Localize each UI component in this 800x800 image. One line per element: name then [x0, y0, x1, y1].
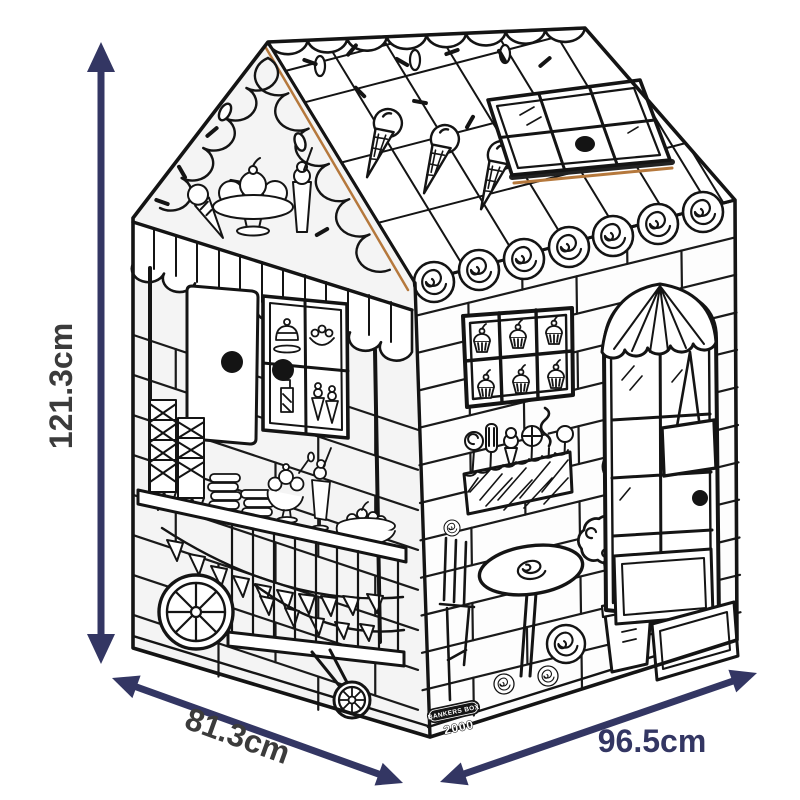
finger-hole	[221, 351, 243, 373]
candy-flower-box	[462, 406, 574, 516]
sundae-cup	[266, 451, 315, 524]
height-dimension-label: 121.3cm	[43, 323, 79, 449]
cupcake-window	[461, 306, 575, 409]
swirl-candy-eave-trim	[412, 190, 737, 304]
logo-model-text: 2000	[442, 717, 475, 737]
skylight-window	[486, 78, 675, 185]
arched-door	[600, 282, 721, 626]
finger-hole	[692, 490, 708, 506]
sweets-counter	[136, 399, 408, 720]
arched-door-awning	[600, 282, 718, 360]
bistro-table	[477, 543, 587, 695]
display-window	[261, 294, 350, 440]
hanging-bag-sign	[660, 350, 718, 478]
chair	[438, 519, 476, 702]
gable-icing	[158, 56, 391, 273]
dimension-arrows	[87, 42, 757, 786]
cart-wheel-small	[332, 680, 372, 720]
cart-wheel-large	[157, 573, 235, 651]
width-arrow	[112, 675, 403, 786]
front-door-panel	[185, 284, 260, 446]
depth-arrow	[440, 669, 757, 786]
window-sweets	[273, 318, 339, 424]
playhouse: BANKERS BOX 2000	[132, 0, 800, 743]
cardboard-gable-edge	[264, 46, 410, 292]
sundae-bowl	[187, 147, 313, 239]
macaron-stacks	[207, 473, 275, 517]
finger-hole	[272, 359, 294, 381]
house-outline	[131, 26, 739, 739]
width-dimension-label: 81.3cm	[181, 700, 295, 771]
waffle-cone-stacks	[149, 399, 205, 515]
depth-dimension-label: 96.5cm	[598, 723, 707, 759]
milkshake-glass	[311, 447, 332, 532]
height-arrow	[87, 42, 115, 664]
front-base-fold	[131, 634, 430, 728]
